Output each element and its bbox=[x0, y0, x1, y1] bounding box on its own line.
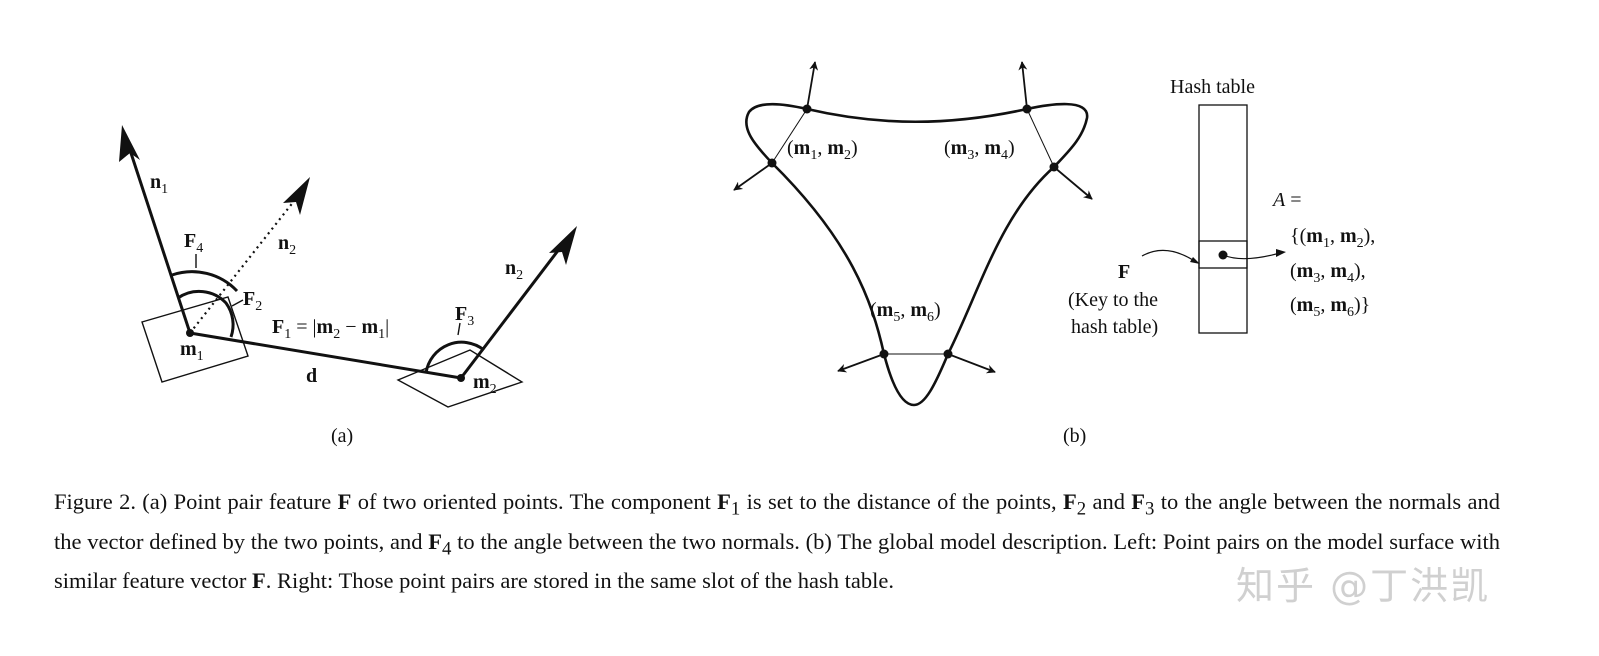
caption-text: of two oriented points. The component bbox=[351, 489, 718, 514]
normal-m1 bbox=[733, 162, 773, 191]
set-A-line3: (m5, m6)} bbox=[1290, 294, 1370, 320]
angle-F2-arc bbox=[177, 289, 235, 338]
normal-n2-arrowhead bbox=[549, 226, 577, 265]
normal-n1-arrowhead bbox=[119, 125, 140, 162]
caption-symbol: F bbox=[717, 489, 731, 514]
plane-m2 bbox=[396, 349, 524, 408]
normal-n2-dotted-arrowhead bbox=[283, 177, 310, 215]
caption-subscript: 3 bbox=[1145, 498, 1155, 520]
normal-m6 bbox=[947, 353, 996, 374]
caption-symbol: F bbox=[252, 568, 266, 593]
label-F4: F4 bbox=[184, 230, 203, 256]
normal-m5 bbox=[837, 353, 885, 373]
label-pair-m5-m6: (m5, m6) bbox=[870, 299, 941, 325]
figure-caption: Figure 2. (a) Point pair feature F of tw… bbox=[54, 486, 1500, 597]
figure-2: n1 n2 n2 F4 F2 F3 F1 = |m2 − m1| m1 m2 d… bbox=[119, 61, 1375, 447]
caption-symbol: F bbox=[1062, 489, 1077, 514]
plane-m1 bbox=[141, 296, 249, 383]
set-A-line2: (m3, m4), bbox=[1290, 260, 1366, 286]
watermark: 知乎 @丁洪凯 bbox=[1236, 564, 1491, 608]
hash-table-title: Hash table bbox=[1170, 76, 1255, 98]
label-F2: F2 bbox=[243, 288, 262, 314]
caption-subscript: 4 bbox=[442, 538, 452, 559]
caption-subscript: 2 bbox=[1076, 498, 1087, 520]
panel-b-caption: (b) bbox=[1063, 425, 1086, 447]
caption-text: and bbox=[1086, 489, 1132, 514]
chord-m3-m4 bbox=[1026, 108, 1055, 168]
point-m6-surface bbox=[943, 349, 953, 359]
label-n2-dotted: n2 bbox=[278, 232, 296, 258]
caption-text: is set to the distance of the points, bbox=[740, 489, 1063, 514]
caption-subscript: 1 bbox=[730, 498, 741, 520]
slot-arrow-out bbox=[1222, 252, 1281, 260]
angle-F2-tick bbox=[231, 299, 244, 307]
normal-m2 bbox=[806, 61, 819, 110]
normal-m4 bbox=[1053, 166, 1093, 200]
label-d: d bbox=[306, 365, 317, 387]
label-pair-m3-m4: (m3, m4) bbox=[944, 137, 1015, 163]
point-m2-surface bbox=[802, 104, 812, 114]
label-m1: m1 bbox=[180, 338, 204, 364]
angle-F4-arc bbox=[171, 270, 239, 293]
caption-symbol: F bbox=[1131, 489, 1146, 514]
caption-text: to the angle between the normals and the… bbox=[54, 489, 1500, 554]
label-m2: m2 bbox=[473, 371, 497, 397]
normal-n2-line bbox=[459, 243, 565, 379]
angle-F3-tick bbox=[457, 322, 461, 336]
panel-a-caption: (a) bbox=[331, 425, 353, 447]
point-m5-surface bbox=[879, 349, 889, 359]
key-arrow-in bbox=[1141, 249, 1197, 263]
point-m1-surface bbox=[767, 158, 777, 168]
point-m2 bbox=[457, 374, 465, 382]
key-F: F bbox=[1118, 261, 1130, 283]
distance-d-line bbox=[189, 331, 462, 380]
key-desc-line2: hash table) bbox=[1071, 316, 1158, 338]
slot-arrow-out-head bbox=[1276, 249, 1286, 257]
hash-table-slot bbox=[1198, 240, 1248, 269]
label-pair-m1-m2: (m1, m2) bbox=[787, 137, 858, 163]
label-n1: n1 bbox=[150, 171, 168, 197]
caption-text: . Right: Those point pairs are stored in… bbox=[265, 568, 894, 593]
label-n2: n2 bbox=[505, 257, 523, 283]
set-A-label: A = bbox=[1271, 189, 1302, 211]
normal-n1-line bbox=[126, 143, 192, 334]
panel-b: (m1, m2) (m3, m4) (m5, m6) Hash table F … bbox=[733, 61, 1375, 447]
point-m3-surface bbox=[1022, 104, 1032, 114]
caption-text: to the angle between the two normals. (b… bbox=[54, 528, 1500, 594]
key-arrow-in-head bbox=[1190, 257, 1200, 264]
hash-table bbox=[1198, 104, 1248, 334]
caption-symbol: F bbox=[428, 528, 442, 554]
key-desc-line1: (Key to the bbox=[1068, 289, 1158, 311]
normal-n2-dotted-line bbox=[189, 195, 299, 334]
model-surface-outline bbox=[745, 102, 1089, 407]
angle-F3-arc bbox=[424, 340, 485, 374]
label-F3: F3 bbox=[455, 303, 474, 329]
caption-symbol: F bbox=[337, 489, 352, 514]
panel-a: n1 n2 n2 F4 F2 F3 F1 = |m2 − m1| m1 m2 d… bbox=[119, 125, 577, 447]
point-m1 bbox=[186, 329, 194, 337]
chord-m1-m2 bbox=[771, 108, 808, 164]
label-F1-formula: F1 = |m2 − m1| bbox=[272, 316, 389, 342]
normal-m3 bbox=[1018, 61, 1028, 110]
caption-text: Figure 2. (a) Point pair feature bbox=[54, 489, 338, 514]
set-A-line1: {(m1, m2), bbox=[1290, 225, 1375, 251]
point-m4-surface bbox=[1049, 162, 1059, 172]
